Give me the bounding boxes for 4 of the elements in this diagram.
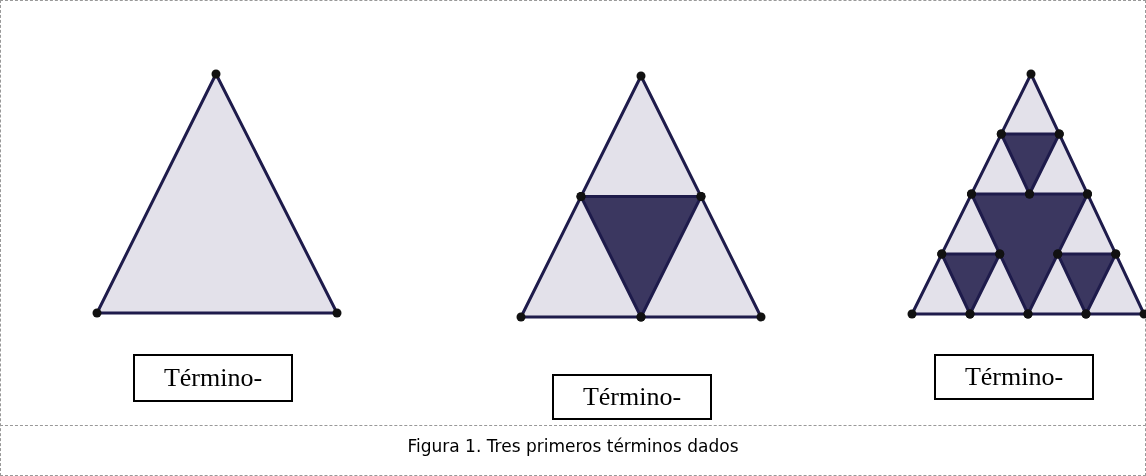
term-label: Término-	[133, 354, 293, 402]
term-label: Término-	[934, 354, 1094, 400]
figure-caption: Figura 1. Tres primeros términos dados	[406, 436, 740, 456]
term-label: Término-	[552, 374, 712, 420]
